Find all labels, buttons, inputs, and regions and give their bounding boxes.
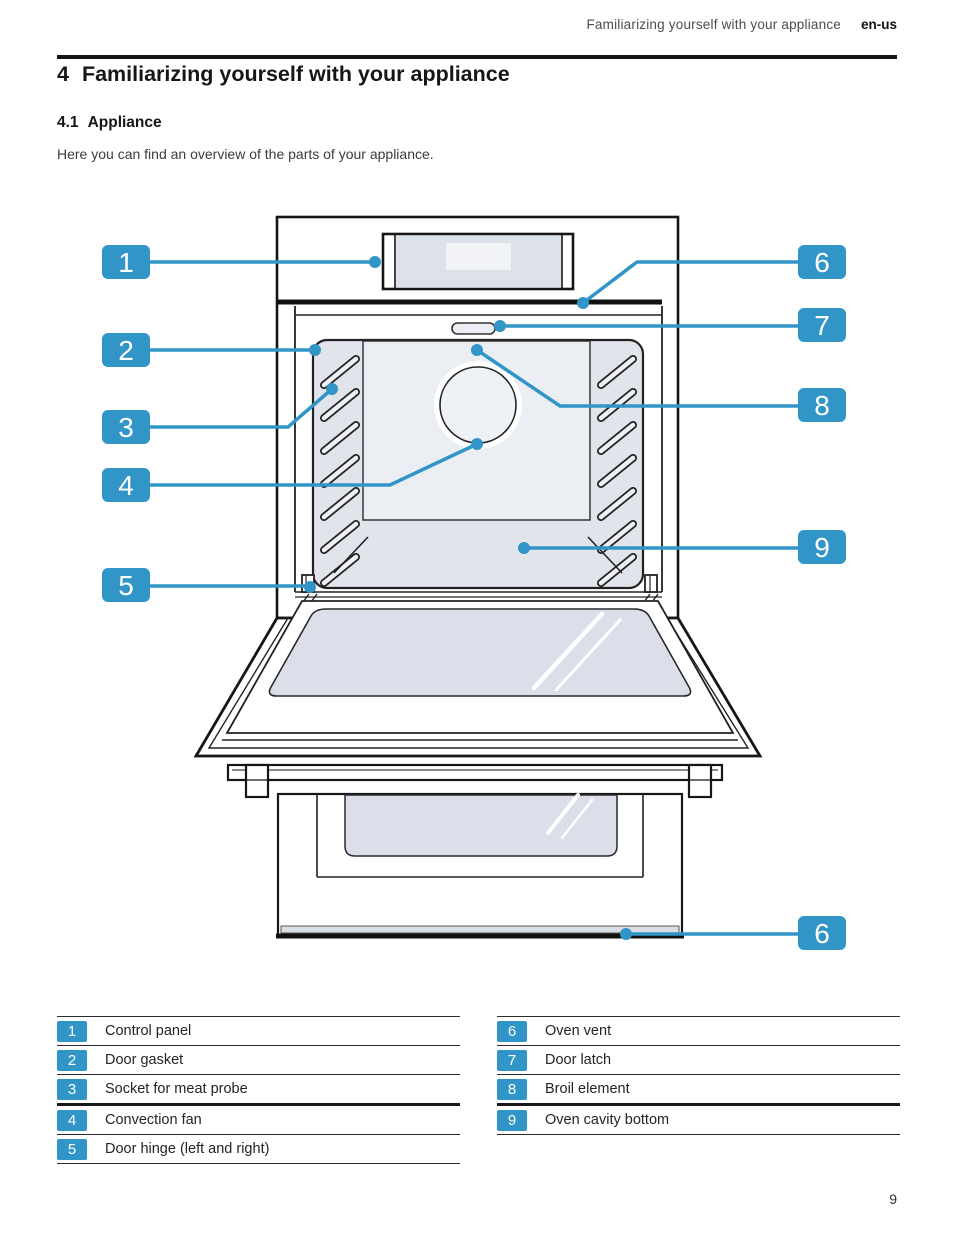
handle-foot-right — [687, 763, 713, 799]
legend-label: Socket for meat probe — [105, 1081, 248, 1097]
callout-1: 1 — [102, 245, 150, 279]
legend-badge: 5 — [57, 1138, 87, 1160]
oven-door — [193, 600, 763, 758]
lower-oven-glass — [344, 794, 618, 857]
rack-rails-left — [320, 355, 360, 587]
callout-dots — [304, 256, 632, 940]
section-heading: 4 Familiarizing yourself with your appli… — [57, 62, 510, 87]
convection-fan — [434, 361, 522, 449]
legend-row-door-hinge: 5 Door hinge (left and right) — [57, 1134, 460, 1163]
oven-cavity — [311, 338, 645, 590]
callout-7-number: 7 — [814, 310, 830, 341]
legend-badge: 1 — [57, 1020, 87, 1042]
header-locale: en-us — [860, 17, 897, 32]
legend-badge: 6 — [497, 1020, 527, 1042]
legend-row-oven-cavity-bottom: 9 Oven cavity bottom — [497, 1103, 900, 1134]
legend-label: Oven cavity bottom — [545, 1112, 670, 1128]
door-glass — [268, 608, 692, 697]
legend-row-oven-vent: 6 Oven vent — [497, 1016, 900, 1045]
subsection-title: Appliance — [87, 114, 162, 131]
header-rule — [57, 55, 897, 59]
cavity-bottom-edges — [333, 536, 623, 574]
legend-row-convection-fan: 4 Convection fan — [57, 1103, 460, 1134]
callout-6-bottom: 6 — [798, 916, 846, 950]
callout-6-bottom-number: 6 — [814, 918, 830, 949]
front-frame — [294, 306, 663, 598]
lower-oven-window — [316, 794, 644, 878]
legend-row-broil-element: 8 Broil element — [497, 1074, 900, 1103]
legend-label: Control panel — [105, 1023, 192, 1039]
callout-7: 7 — [798, 308, 846, 342]
legend-badge: 2 — [57, 1049, 87, 1071]
leader-8 — [476, 348, 798, 408]
control-panel — [381, 232, 575, 291]
callout-4: 4 — [102, 468, 150, 502]
intro-paragraph: Here you can find an overview of the par… — [57, 146, 434, 162]
page-header: Familiarizing yourself with your applian… — [586, 17, 897, 32]
callout-badges: 1 2 3 4 5 6 7 8 9 6 — [102, 245, 846, 950]
legend-row-meat-probe-socket: 3 Socket for meat probe — [57, 1074, 460, 1103]
callout-2: 2 — [102, 333, 150, 367]
legend-table-right: 6 Oven vent 7 Door latch 8 Broil element… — [497, 1016, 900, 1135]
door-handle — [226, 763, 724, 799]
legend-row-control-panel: 1 Control panel — [57, 1016, 460, 1045]
callout-6-top-number: 6 — [814, 247, 830, 278]
callout-9-number: 9 — [814, 532, 830, 563]
callout-6-top: 6 — [798, 245, 846, 279]
leader-6-top — [581, 260, 798, 305]
legend-row-door-latch: 7 Door latch — [497, 1045, 900, 1074]
glass-reflection — [531, 611, 622, 692]
subsection-heading: 4.1 Appliance — [57, 114, 162, 132]
legend-badge: 4 — [57, 1109, 87, 1131]
handle-foot-left — [244, 763, 270, 799]
leader-4 — [150, 442, 478, 487]
display-screen — [446, 243, 511, 270]
callout-1-number: 1 — [118, 247, 134, 278]
legend-badge: 3 — [57, 1078, 87, 1100]
legend-row-door-gasket: 2 Door gasket — [57, 1045, 460, 1074]
subsection-number: 4.1 — [57, 114, 79, 131]
leader-3 — [150, 387, 334, 429]
lower-glass-reflection — [546, 793, 594, 840]
callout-3-number: 3 — [118, 412, 134, 443]
page-number: 9 — [889, 1191, 897, 1207]
header-chapter-title: Familiarizing yourself with your applian… — [586, 17, 841, 32]
door-latch-slot — [451, 322, 496, 335]
legend-badge: 7 — [497, 1049, 527, 1071]
callout-9: 9 — [798, 530, 846, 564]
callout-8: 8 — [798, 388, 846, 422]
legend-label: Door gasket — [105, 1052, 184, 1068]
section-number: 4 — [57, 62, 69, 86]
lower-oven-base-strip — [280, 925, 680, 934]
control-panel-display — [381, 232, 575, 291]
section-title: Familiarizing yourself with your applian… — [81, 62, 510, 86]
callout-2-number: 2 — [118, 335, 134, 366]
legend-label: Door latch — [545, 1052, 612, 1068]
callout-5: 5 — [102, 568, 150, 602]
legend-label: Oven vent — [545, 1023, 612, 1039]
callout-leaders — [150, 260, 798, 936]
legend-label: Broil element — [545, 1081, 630, 1097]
legend-table-left: 1 Control panel 2 Door gasket 3 Socket f… — [57, 1016, 460, 1164]
legend-badge: 9 — [497, 1109, 527, 1131]
callout-5-number: 5 — [118, 570, 134, 601]
legend-badge: 8 — [497, 1078, 527, 1100]
lower-oven — [276, 792, 684, 939]
callout-3: 3 — [102, 410, 150, 444]
legend-label: Door hinge (left and right) — [105, 1141, 270, 1157]
callout-4-number: 4 — [118, 470, 134, 501]
callout-8-number: 8 — [814, 390, 830, 421]
legend-label: Convection fan — [105, 1112, 202, 1128]
